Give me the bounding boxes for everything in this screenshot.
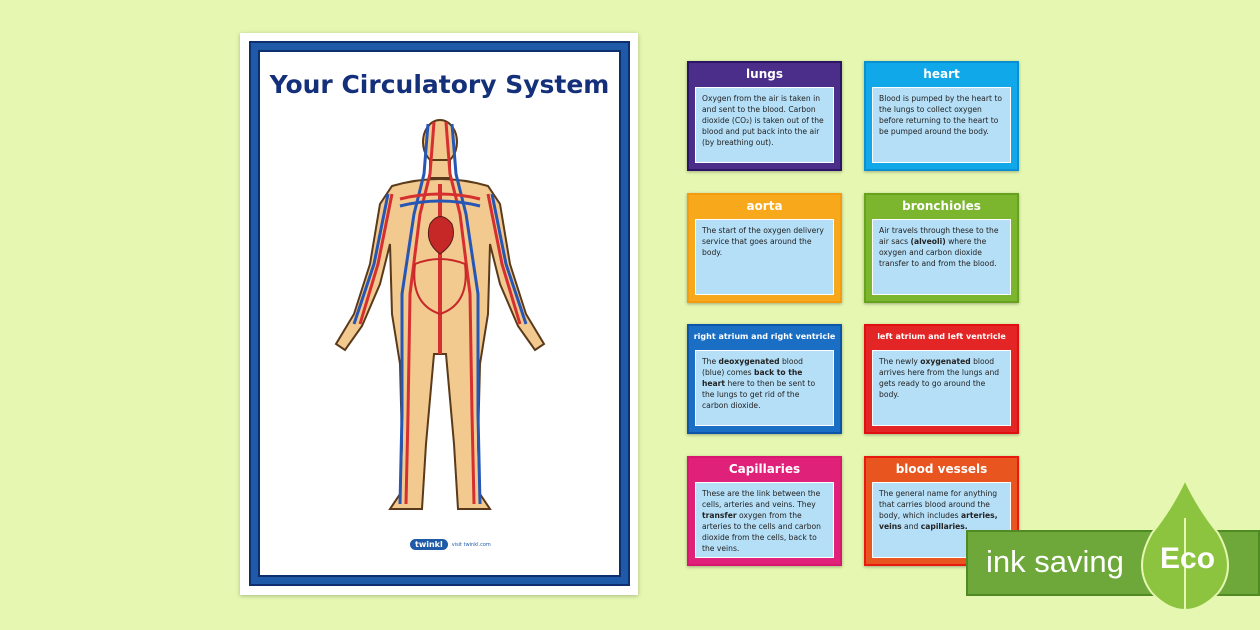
human-circulatory-illustration <box>334 119 546 510</box>
card-body-bold-text: deoxygenated <box>718 357 780 366</box>
card-body: The deoxygenated blood (blue) comes back… <box>695 350 834 426</box>
card-body-text: The newly <box>879 357 921 366</box>
card-body-bold-text: transfer <box>702 511 737 520</box>
card-body-text: The general name for anything that carri… <box>879 489 998 520</box>
poster-content: Your Circulatory System <box>258 50 621 577</box>
card-body: The newly oxygenated blood arrives here … <box>872 350 1011 426</box>
ink-saving-text: ink saving <box>986 544 1124 579</box>
card-title: left atrium and left ventricle <box>877 332 1006 341</box>
card-title: heart <box>923 67 960 81</box>
card-body-bold-text: arteries, veins <box>879 511 998 531</box>
poster-frame: Your Circulatory System <box>249 41 630 586</box>
card-title: right atrium and right ventricle <box>693 332 836 341</box>
card-body-text: These are the link between the cells, ar… <box>702 489 821 509</box>
card-body-text: Air travels through these to the air sac… <box>879 226 999 246</box>
card-body: The start of the oxygen delivery service… <box>695 219 834 295</box>
logo-mark: twinkl <box>410 539 448 550</box>
card-body-text: Oxygen from the air is taken in and sent… <box>702 94 824 147</box>
card-body-text: blood (blue) comes <box>702 357 803 377</box>
card-body-bold-text: (alveoli) <box>910 237 946 246</box>
card-body-text: blood arrives here from the lungs and ge… <box>879 357 1000 399</box>
card-body: Blood is pumped by the heart to the lung… <box>872 87 1011 163</box>
eco-label: Eco <box>1160 542 1216 575</box>
card-body-bold-text: back to the heart <box>702 368 803 388</box>
card-body-text: here to then be sent to the lungs to get… <box>702 379 816 410</box>
card-body: Oxygen from the air is taken in and sent… <box>695 87 834 163</box>
card-title: blood vessels <box>895 462 988 476</box>
circulatory-system-poster: Your Circulatory System <box>240 33 638 595</box>
card-title: Capillaries <box>728 462 801 476</box>
card-title: lungs <box>746 67 783 81</box>
card-body-text: where the oxygen and carbon dioxide tran… <box>879 237 997 268</box>
poster-title: Your Circulatory System <box>269 70 610 99</box>
twinkl-logo: twinkl visit twinkl.com <box>410 539 491 550</box>
card-title: aorta <box>746 199 783 213</box>
eco-leaf-icon <box>1141 478 1229 616</box>
card-body: These are the link between the cells, ar… <box>695 482 834 558</box>
card-body-text: Blood is pumped by the heart to the lung… <box>879 94 1002 136</box>
logo-url: visit twinkl.com <box>451 541 491 548</box>
card-body-bold-text: capillaries. <box>920 522 968 531</box>
card-body-text: and <box>901 522 921 531</box>
card-body: Air travels through these to the air sac… <box>872 219 1011 295</box>
card-title: bronchioles <box>902 199 981 213</box>
card-body-bold-text: oxygenated <box>920 357 971 366</box>
card-body-text: oxygen from the arteries to the cells an… <box>702 511 821 553</box>
card-body-text: The start of the oxygen delivery service… <box>702 226 824 257</box>
card-body-text: The <box>702 357 719 366</box>
